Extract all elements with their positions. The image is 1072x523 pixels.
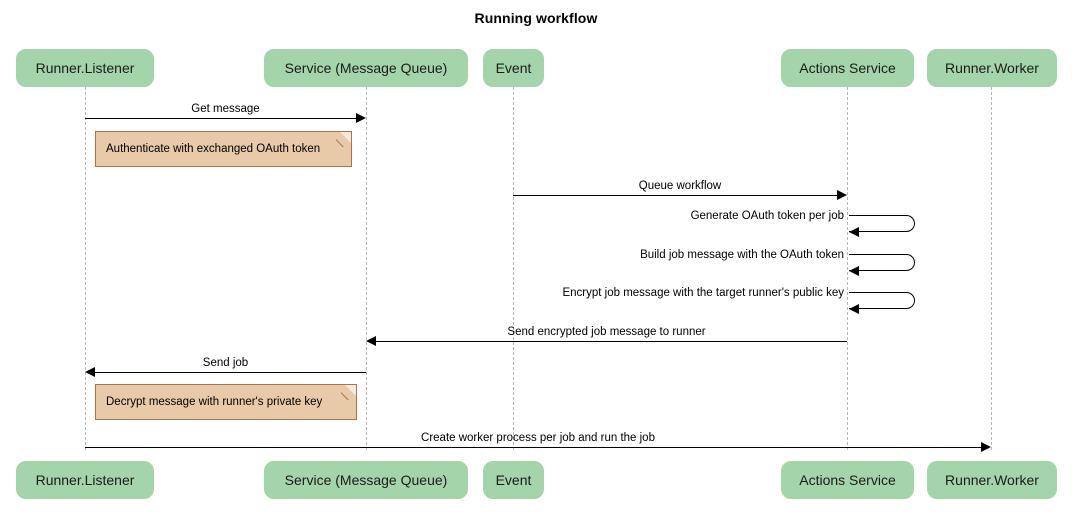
participant-label: Runner.Worker: [945, 472, 1039, 488]
message-label-get-message: Get message: [191, 103, 260, 115]
arrow-head-send-encrypted-job-message-to-runner: [366, 336, 376, 346]
arrow-head-get-message: [356, 113, 366, 123]
participant-label: Event: [495, 60, 532, 76]
message-label-queue-workflow: Queue workflow: [638, 180, 722, 192]
message-label-send-encrypted-job-message-to-runner: Send encrypted job message to runner: [507, 326, 706, 338]
participant-actions-service-top[interactable]: Actions Service: [781, 49, 914, 87]
message-label-create-worker-process-per-job-and-run-the-job: Create worker process per job and run th…: [421, 432, 655, 444]
note-fold-edge-icon: [336, 132, 351, 147]
message-label-generate-oauth-token-per-job: Generate OAuth token per job: [690, 210, 844, 222]
message-label-send-job: Send job: [202, 357, 249, 369]
arrow-head-build-job-message-with-the-oauth-token: [849, 266, 859, 276]
participant-actions-service-bottom[interactable]: Actions Service: [781, 461, 914, 499]
arrow-head-encrypt-job-message-with-the-target-runners-public-key: [849, 304, 859, 314]
participant-event-top[interactable]: Event: [483, 49, 544, 87]
participant-label: Runner.Listener: [35, 60, 135, 76]
self-loop-build-job-message-with-the-oauth-token: [849, 254, 915, 271]
arrow-head-send-job: [85, 367, 95, 377]
self-loop-generate-oauth-token-per-job: [849, 215, 915, 232]
participant-runner-worker-top[interactable]: Runner.Worker: [927, 49, 1057, 87]
lifeline-service-message-queue: [366, 87, 367, 450]
note-authenticate: Authenticate with exchanged OAuth token: [95, 131, 352, 167]
note-text: Authenticate with exchanged OAuth token: [106, 143, 321, 155]
participant-label: Event: [495, 472, 532, 488]
self-loop-encrypt-job-message-with-the-target-runners-public-key: [849, 292, 915, 309]
message-line-send-encrypted-job-message-to-runner: [376, 341, 847, 342]
arrow-head-create-worker-process-per-job-and-run-the-job: [981, 442, 991, 452]
participant-label: Service (Message Queue): [284, 472, 448, 488]
participant-label: Service (Message Queue): [284, 60, 448, 76]
participant-runner-listener-bottom[interactable]: Runner.Listener: [16, 461, 154, 499]
participant-runner-listener-top[interactable]: Runner.Listener: [16, 49, 154, 87]
message-line-create-worker-process-per-job-and-run-the-job: [85, 447, 981, 448]
participant-runner-worker-bottom[interactable]: Runner.Worker: [927, 461, 1057, 499]
lifeline-runner-worker: [991, 87, 992, 450]
participant-label: Runner.Listener: [35, 472, 135, 488]
note-decrypt: Decrypt message with runner's private ke…: [95, 384, 357, 420]
participant-label: Actions Service: [799, 60, 896, 76]
lifeline-event: [513, 87, 514, 450]
page-title: Running workflow: [474, 10, 598, 26]
arrow-head-generate-oauth-token-per-job: [849, 227, 859, 237]
participant-service-message-queue-top[interactable]: Service (Message Queue): [264, 49, 468, 87]
lifeline-actions-service: [847, 87, 848, 450]
participant-label: Actions Service: [799, 472, 896, 488]
message-line-queue-workflow: [513, 195, 837, 196]
note-text: Decrypt message with runner's private ke…: [106, 396, 323, 408]
participant-service-message-queue-bottom[interactable]: Service (Message Queue): [264, 461, 468, 499]
message-label-build-job-message-with-the-oauth-token: Build job message with the OAuth token: [640, 249, 844, 261]
participant-event-bottom[interactable]: Event: [483, 461, 544, 499]
message-line-send-job: [95, 372, 366, 373]
message-line-get-message: [85, 118, 356, 119]
arrow-head-queue-workflow: [837, 190, 847, 200]
message-label-encrypt-job-message-with-the-target-runners-public-key: Encrypt job message with the target runn…: [562, 287, 844, 299]
note-fold-edge-icon: [341, 385, 356, 400]
lifeline-runner-listener: [85, 87, 86, 450]
participant-label: Runner.Worker: [945, 60, 1039, 76]
